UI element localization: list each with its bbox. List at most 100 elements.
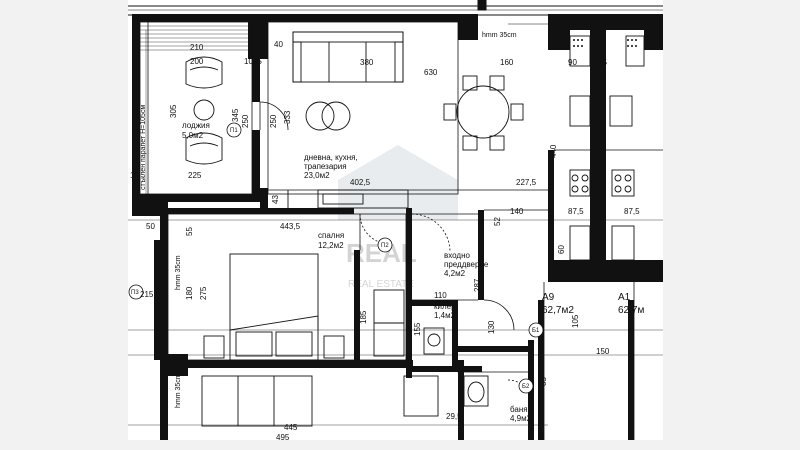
marker-b1 — [528, 322, 544, 338]
dim-200: 200 — [190, 57, 204, 66]
dim-333: 333 — [283, 110, 292, 124]
closet-name: килер — [434, 302, 456, 311]
kitchen-counter — [287, 189, 409, 209]
dim-210: 210 — [190, 43, 204, 52]
dim-90a: 90 — [568, 58, 577, 67]
dim-52: 52 — [493, 217, 502, 226]
watermark-line2: REAL ESTATE — [348, 279, 414, 290]
marker-b1-label: Б1 — [532, 328, 540, 334]
dim-155: 155 — [413, 322, 422, 336]
wardrobe — [373, 289, 405, 357]
living-name-1: дневна, кухня, — [304, 153, 358, 162]
asterisk-marks — [573, 39, 637, 47]
door-swings — [259, 101, 533, 405]
dim-60: 60 — [557, 245, 566, 254]
dim-105: 105 — [571, 314, 580, 328]
coffee-table — [305, 101, 351, 131]
dim-140: 140 — [510, 207, 524, 216]
dim-305: 305 — [169, 104, 178, 118]
hall-name-2: преддверие — [444, 260, 489, 269]
dim-975: 97,5 — [448, 365, 464, 374]
dim-55: 55 — [185, 227, 194, 236]
dim-440: 440 — [549, 144, 558, 158]
hmm-left-note-1: hmm 35cm — [175, 255, 182, 290]
dim-445: 445 — [284, 423, 298, 432]
marker-b2 — [518, 378, 534, 394]
dim-130: 130 — [487, 320, 496, 334]
marker-p3-label: П3 — [131, 290, 139, 296]
loggia-chairs — [185, 56, 223, 165]
loggia-parapet-note: стъклен парапет Н=105см — [140, 105, 147, 190]
dim-43: 43 — [271, 195, 280, 204]
dim-495: 495 — [276, 433, 290, 440]
notes: стъклен парапет Н=105см hmm 35cm hmm 35c… — [140, 32, 517, 408]
dim-263: 263 — [527, 424, 536, 438]
marker-p2 — [377, 237, 393, 253]
dim-295: 29,5 — [446, 412, 462, 421]
dim-185: 185 — [359, 310, 368, 324]
dim-225: 225 — [188, 171, 202, 180]
dim-160: 160 — [500, 58, 514, 67]
marker-p2-label: П2 — [381, 243, 389, 249]
living-name-2: трапезария — [304, 162, 347, 171]
dim-630: 630 — [424, 68, 438, 77]
unit-a9-area: 62,7м2 — [542, 305, 574, 316]
dim-380: 380 — [360, 58, 374, 67]
unit-a1-area: 62,7м — [618, 305, 644, 316]
dim-40: 40 — [274, 40, 283, 49]
marker-p1-label: П1 — [230, 128, 238, 134]
right-appliances — [569, 35, 645, 261]
dim-4435: 443,5 — [280, 222, 301, 231]
dim-2275: 227,5 — [516, 178, 537, 187]
dim-215: 215 — [140, 290, 154, 299]
dim-50: 50 — [146, 222, 155, 231]
hall-name: входно — [444, 251, 471, 260]
loggia-name: лоджия — [182, 121, 210, 130]
floor-plan: REAL REAL ESTATE — [128, 0, 663, 440]
living-area: 23,0м2 — [304, 171, 330, 180]
dim-250a: 250 — [241, 114, 250, 128]
bed — [203, 253, 345, 361]
dim-1025: 1025 — [244, 57, 262, 66]
markers — [128, 122, 544, 394]
marker-p1 — [226, 122, 242, 138]
dim-287: 287 — [473, 278, 482, 292]
dimension-labels: 210 200 1025 40 380 630 160 90 25 305 34… — [130, 40, 640, 440]
loggia-hatch — [140, 25, 252, 51]
dim-875a: 87,5 — [568, 207, 584, 216]
lower-fixtures — [201, 327, 489, 427]
dim-110: 110 — [434, 291, 447, 300]
marker-p3 — [128, 284, 144, 300]
walls — [132, 14, 663, 440]
loggia-area: 5,0м2 — [182, 131, 204, 140]
unit-a9-label: А9 — [542, 292, 555, 303]
dim-10: 10 — [130, 171, 139, 180]
hall-area: 4,2м2 — [444, 269, 466, 278]
thin-lines — [128, 21, 663, 440]
bedroom-area: 12,2м2 — [318, 241, 344, 250]
dim-85: 85 — [539, 377, 548, 386]
hmm-left-note-2: hmm 35cm — [175, 373, 182, 408]
unit-a1-label: А1 — [618, 292, 631, 303]
bedroom-name: спалня — [318, 231, 344, 240]
dim-345: 345 — [231, 108, 240, 122]
marker-labels: П1 П2 Б1 Б2 П3 — [131, 128, 540, 390]
marker-b2-label: Б2 — [522, 384, 530, 390]
dim-150: 150 — [596, 347, 610, 356]
dim-25: 25 — [598, 58, 607, 67]
dim-4025: 402,5 — [350, 178, 371, 187]
dim-275: 275 — [199, 286, 208, 300]
bath-name: баня — [510, 405, 528, 414]
closet-area: 1,4м2 — [434, 311, 456, 320]
sofa — [292, 31, 404, 83]
unit-labels: А9 62,7м2 А1 62,7м — [542, 292, 644, 316]
room-labels: лоджия 5,0м2 дневна, кухня, трапезария 2… — [182, 121, 532, 423]
dim-875b: 87,5 — [624, 207, 640, 216]
dim-250b: 250 — [269, 114, 278, 128]
dining-table — [443, 75, 524, 151]
floor-plan-drawing: REAL REAL ESTATE — [128, 0, 663, 440]
dim-180: 180 — [185, 286, 194, 300]
hmm-top-note: hmm 35cm — [482, 32, 517, 39]
bath-area: 4,9м2 — [510, 414, 532, 423]
